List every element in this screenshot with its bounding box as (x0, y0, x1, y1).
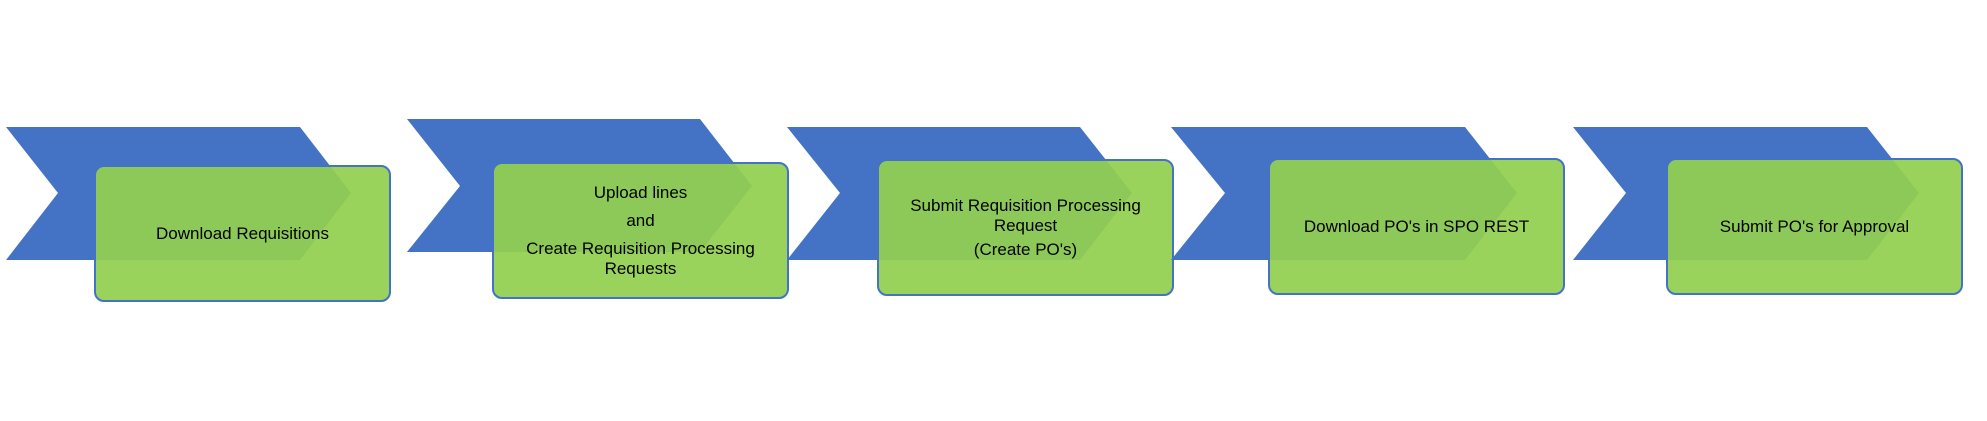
step-3-label: Submit Requisition Processing Request (C… (878, 160, 1173, 295)
step-1-label: Download Requisitions (95, 166, 390, 301)
step-2-box (492, 162, 789, 299)
step-4-label: Download PO's in SPO REST (1269, 159, 1564, 294)
step-3-line-2: Request (993, 215, 1058, 235)
step-3-line-1: Submit Requisition Processing (910, 195, 1141, 215)
step-5-box (1666, 158, 1963, 295)
step-5-label: Submit PO's for Approval (1667, 159, 1962, 294)
step-2-line-1: Upload lines (593, 182, 688, 202)
step-2-line-2: and (626, 210, 655, 230)
step-5-line-1: Submit PO's for Approval (1719, 216, 1910, 236)
step-1-line-1: Download Requisitions (156, 223, 329, 243)
step-2-label: Upload lines and Create Requisition Proc… (493, 163, 788, 298)
step-2-line-3: Create Requisition Processing (526, 238, 755, 258)
step-1-box (94, 165, 391, 302)
step-3-box (877, 159, 1174, 296)
step-4-line-1: Download PO's in SPO REST (1303, 216, 1530, 236)
step-2-line-4: Requests (604, 258, 677, 278)
step-4-box (1268, 158, 1565, 295)
step-3-line-3: (Create PO's) (973, 239, 1078, 259)
